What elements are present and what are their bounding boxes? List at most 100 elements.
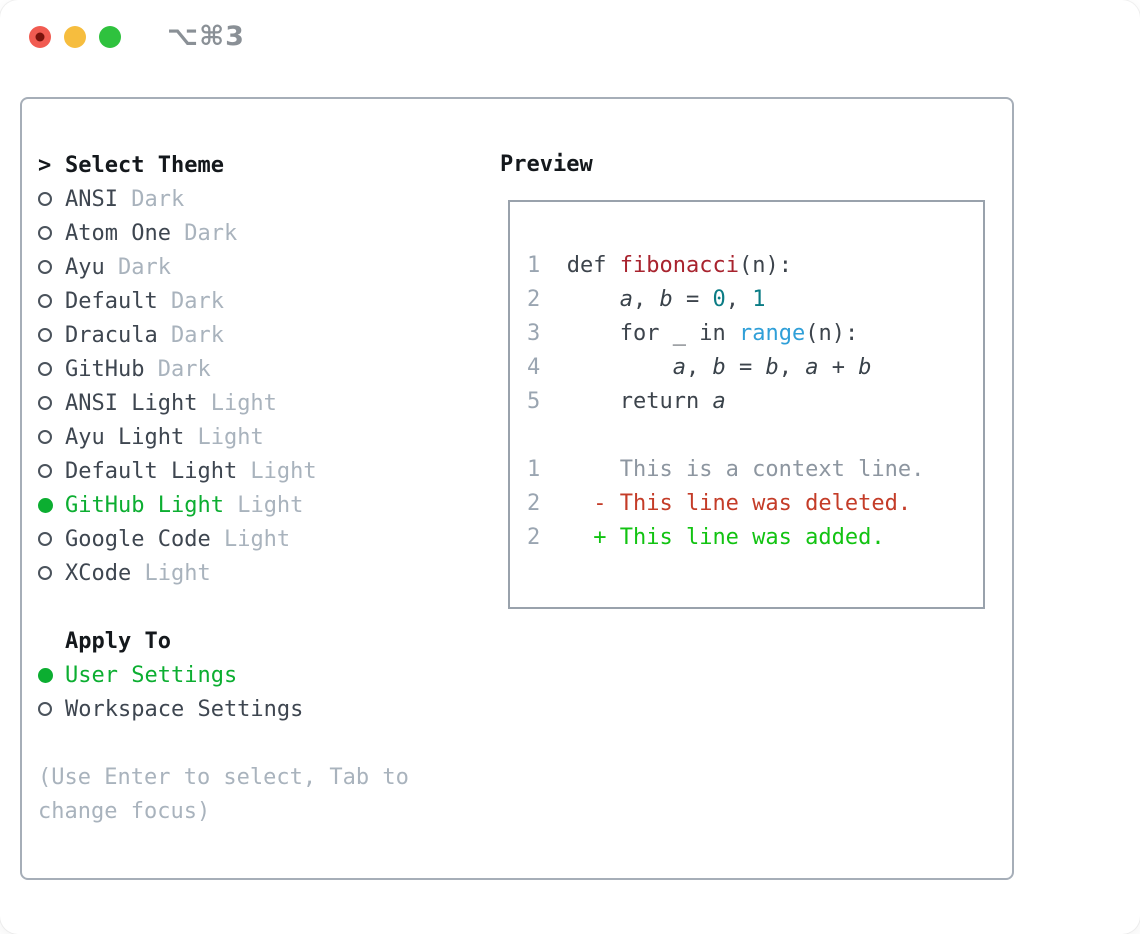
line-number: 1 [527,253,541,278]
theme-option-default-light[interactable]: Default Light Light [38,454,409,488]
code-segment: + [818,355,859,380]
theme-variant-badge: Light [197,390,277,416]
radio-unselected-icon [38,226,65,240]
radio-unselected-icon [38,294,65,308]
theme-variant-badge: Dark [157,322,224,348]
code-segment: , [725,287,753,312]
code-segment: a [619,287,633,312]
code-segment: = [672,287,713,312]
radio-unselected-icon [38,566,65,580]
code-line: 5 return a [527,389,726,414]
code-line: 2 + This line was added. [527,525,885,550]
code-segment: a [712,389,726,414]
code-segment: _ [672,321,700,346]
theme-option-github-light[interactable]: GitHub Light Light [38,488,409,522]
radio-unselected-icon [38,260,65,274]
line-number: 4 [527,355,541,380]
theme-variant-badge: Light [223,492,304,518]
apply-option-workspace-settings[interactable]: Workspace Settings [38,692,409,726]
theme-option-github[interactable]: GitHub Dark [38,352,409,386]
code-segment: b [659,287,673,312]
code-line: 1 def fibonacci(n): [527,253,792,278]
theme-name: Google Code [65,526,211,552]
theme-name: Default Light [65,458,238,484]
theme-option-default[interactable]: Default Dark [38,284,409,318]
code-segment: 1 [752,287,766,312]
code-segment: (n): [805,321,859,346]
theme-option-xcode[interactable]: XCode Light [38,556,409,590]
code-segment: , [778,355,806,380]
theme-option-ayu[interactable]: Ayu Dark [38,250,409,284]
code-line: 4 a, b = b, a + b [527,355,871,380]
line-number: 5 [527,389,541,414]
apply-to-header: Apply To [38,624,409,658]
code-segment [540,321,619,346]
radio-unselected-icon [38,464,65,478]
code-segment [540,287,619,312]
theme-name: Default [65,288,158,314]
theme-option-ayu-light[interactable]: Ayu Light Light [38,420,409,454]
code-segment: a [805,355,819,380]
hint-line: change focus) [38,798,211,824]
theme-name: ANSI Light [65,390,198,416]
code-segment: def [566,253,620,278]
radio-unselected-icon [38,396,65,410]
apply-to-title: Apply To [65,628,171,654]
code-segment: b [858,355,872,380]
theme-option-atom-one[interactable]: Atom One Dark [38,216,409,250]
theme-variant-badge: Dark [157,288,224,314]
spacer [38,590,409,624]
theme-option-ansi-light[interactable]: ANSI Light Light [38,386,409,420]
radio-unselected-icon [38,430,65,444]
theme-variant-badge: Light [184,424,264,450]
code-segment: , [632,287,660,312]
theme-option-google-code[interactable]: Google Code Light [38,522,409,556]
close-dot-icon [35,32,45,42]
code-line: 3 for _ in range(n): [527,321,858,346]
apply-option-user-settings[interactable]: User Settings [38,658,409,692]
code-preview: 1 def fibonacci(n): 2 a, b = 0, 1 3 for … [510,202,983,555]
code-segment: for [619,321,673,346]
line-number: 3 [527,321,541,346]
theme-name: Ayu [65,254,105,280]
minimize-button[interactable] [64,26,86,48]
theme-variant-badge: Dark [144,356,211,382]
theme-name: Dracula [65,322,158,348]
code-segment: return [619,389,713,414]
zoom-button[interactable] [99,26,121,48]
close-button[interactable] [29,26,51,48]
code-segment: range [738,321,806,346]
hint-text: change focus) [38,794,409,828]
hint-line: (Use Enter to select, Tab to [38,764,409,790]
line-number: 2 [527,287,541,312]
theme-variant-badge: Light [131,560,211,586]
code-segment: 0 [712,287,726,312]
line-number: 2 [527,525,541,550]
radio-unselected-icon [38,362,65,376]
theme-name: XCode [65,560,132,586]
theme-variant-badge: Dark [170,220,238,246]
line-number: 1 [527,457,541,482]
radio-selected-icon [38,667,65,683]
code-segment: b [765,355,779,380]
apply-option-label: User Settings [65,662,238,688]
hint-text: (Use Enter to select, Tab to [38,760,409,794]
theme-option-ansi[interactable]: ANSI Dark [38,182,409,216]
theme-option-dracula[interactable]: Dracula Dark [38,318,409,352]
code-segment: + This line was added. [593,525,885,550]
radio-selected-icon [38,497,65,513]
window-title-shortcut: ⌥⌘3 [167,21,245,52]
radio-unselected-icon [38,192,65,206]
code-segment: b [712,355,726,380]
theme-picker-title: Select Theme [65,152,224,178]
preview-title: Preview [500,152,593,177]
code-segment [540,355,672,380]
line-number: 2 [527,491,541,516]
code-segment: (n): [738,253,792,278]
code-segment: fibonacci [619,253,739,278]
apply-option-label: Workspace Settings [65,696,304,722]
code-segment [540,525,593,550]
theme-variant-badge: Dark [104,254,171,280]
